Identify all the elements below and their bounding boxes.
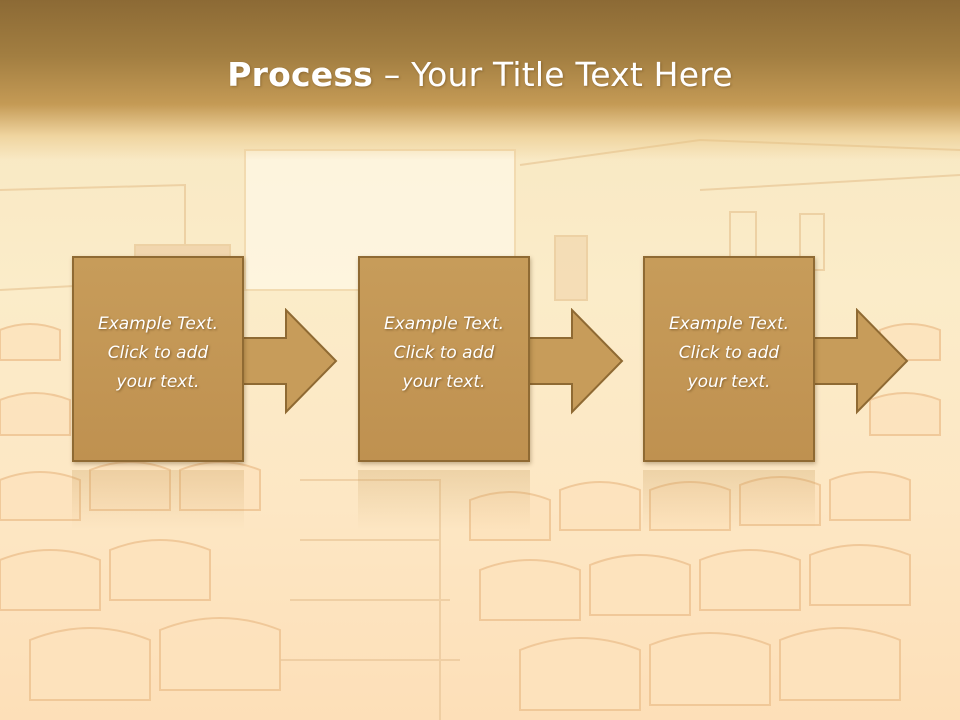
step-2-box (358, 256, 530, 462)
title-regular-part: – Your Title Text Here (373, 55, 733, 94)
step-3-line-3: your text. (687, 372, 771, 392)
step-2-line-2: Click to add (393, 343, 495, 363)
step-1-box (72, 256, 244, 462)
step-2-reflection (358, 470, 530, 530)
step-3-text[interactable]: Example Text. Click to add your text. (643, 310, 815, 397)
process-step-2[interactable]: Example Text. Click to add your text. (358, 256, 624, 468)
step-1-reflection (72, 470, 244, 530)
arrow-right-icon (240, 308, 338, 415)
arrow-right-icon (526, 308, 624, 415)
process-step-1[interactable]: Example Text. Click to add your text. (72, 256, 338, 468)
process-step-3[interactable]: Example Text. Click to add your text. (643, 256, 909, 468)
step-3-line-1: Example Text. (668, 314, 790, 334)
step-1-line-2: Click to add (107, 343, 209, 363)
slide-title[interactable]: Process – Your Title Text Here (0, 52, 960, 98)
arrow-right-icon (811, 308, 909, 415)
step-1-line-1: Example Text. (97, 314, 219, 334)
step-1-text[interactable]: Example Text. Click to add your text. (72, 310, 244, 397)
step-2-line-1: Example Text. (383, 314, 505, 334)
step-2-text[interactable]: Example Text. Click to add your text. (358, 310, 530, 397)
title-bold-part: Process (227, 55, 374, 94)
step-3-line-2: Click to add (678, 343, 780, 363)
step-2-line-3: your text. (402, 372, 486, 392)
step-3-box (643, 256, 815, 462)
title-band (0, 0, 960, 160)
step-1-line-3: your text. (116, 372, 200, 392)
step-3-reflection (643, 470, 815, 530)
